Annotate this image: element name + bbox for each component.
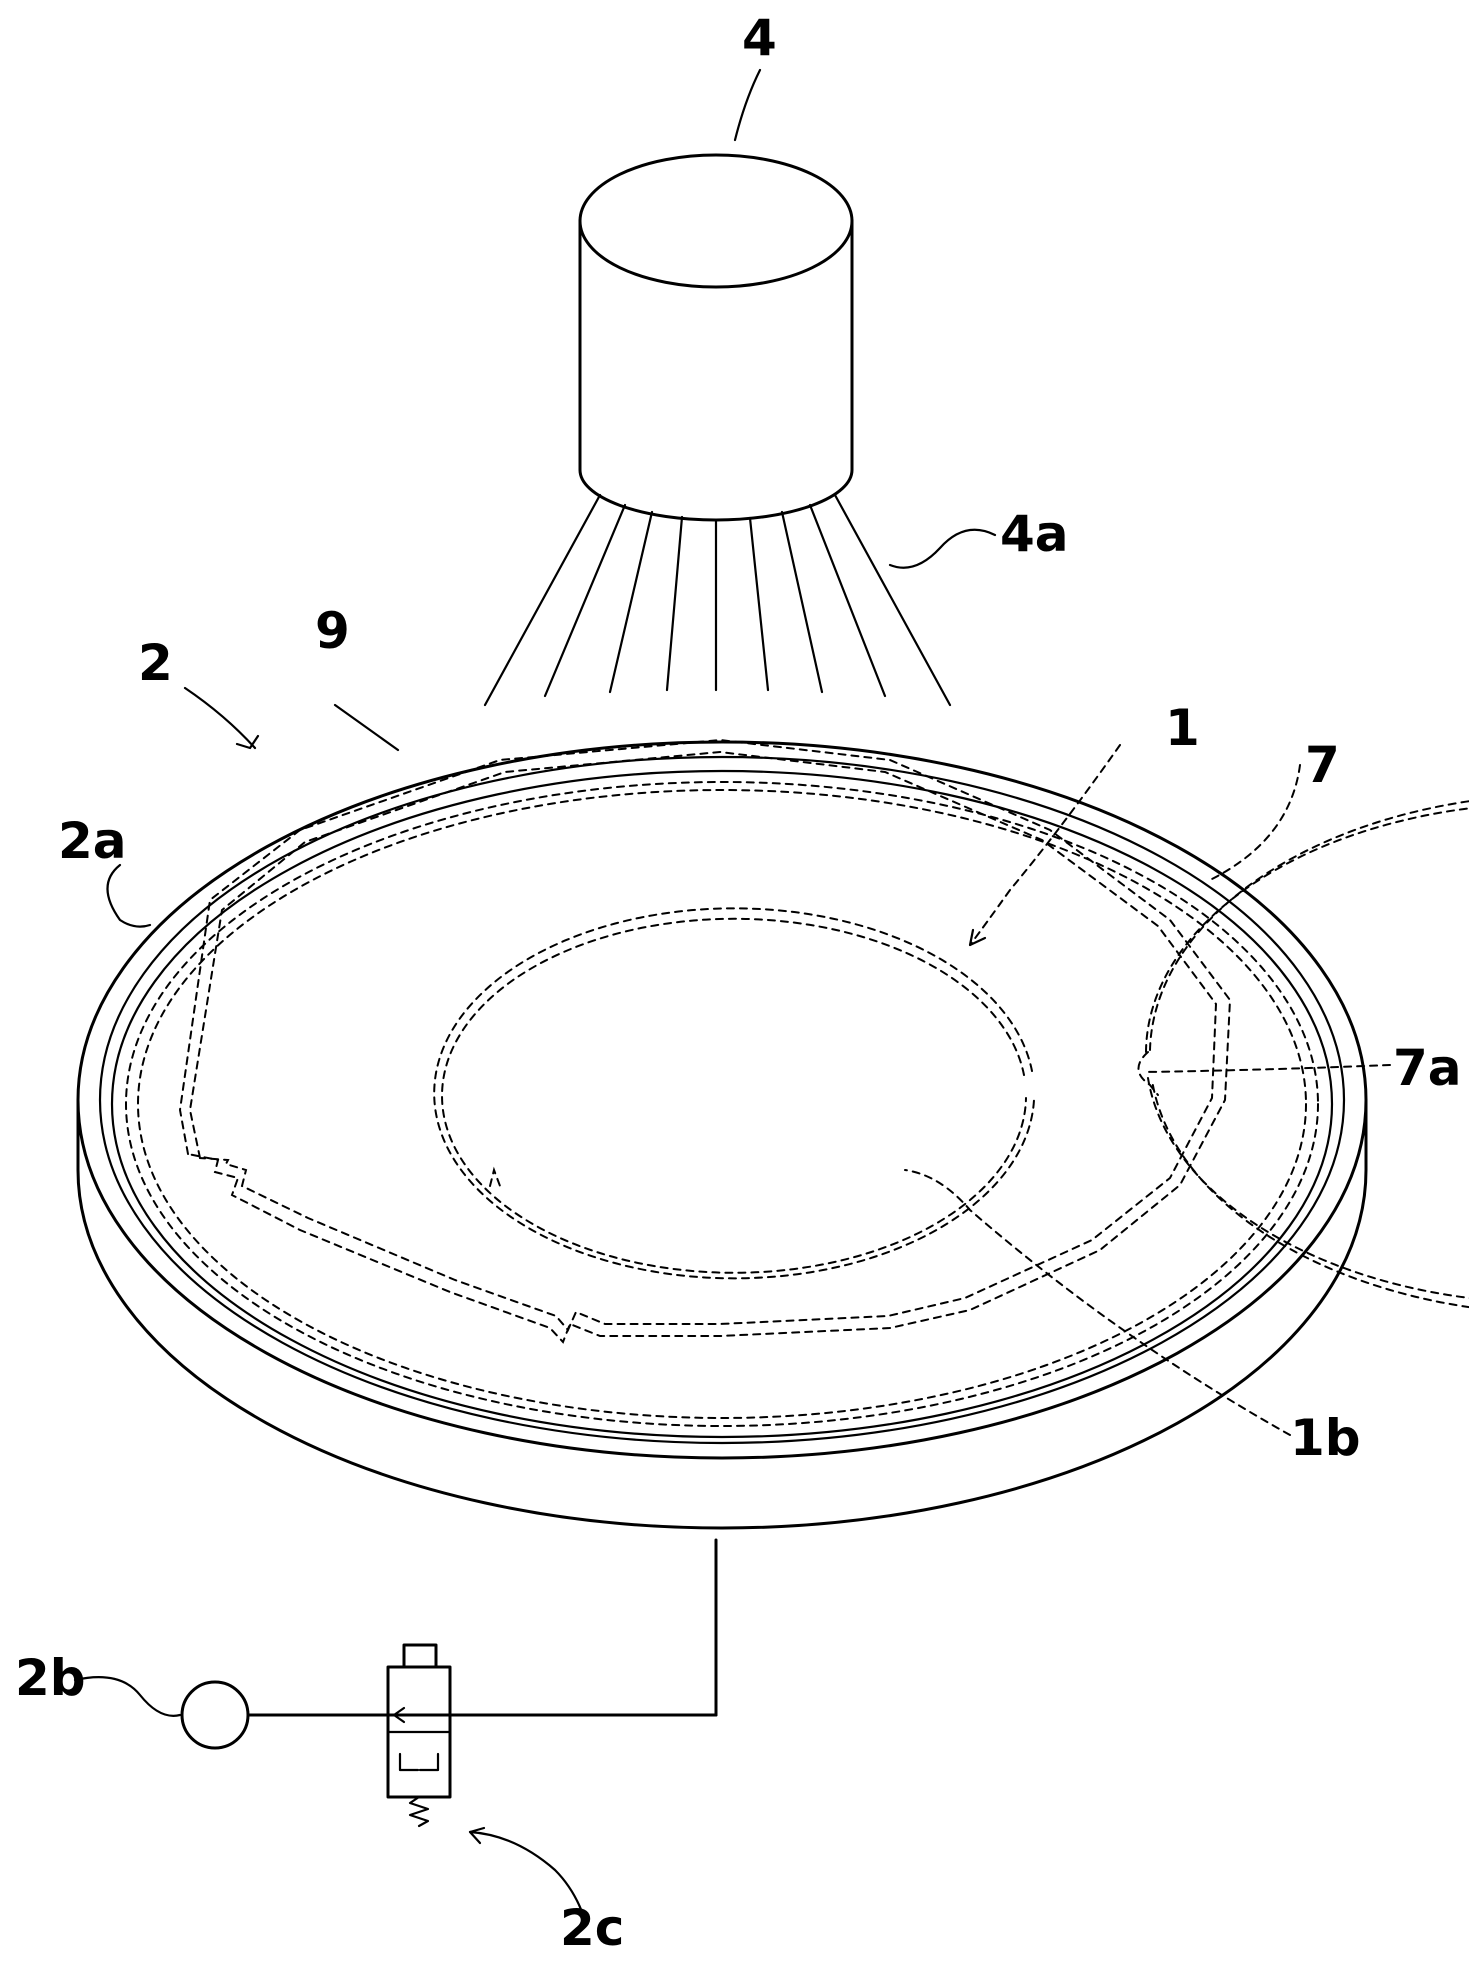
nozzle	[578, 153, 854, 522]
label-2c: 2c	[560, 1899, 624, 1957]
label-2: 2	[138, 634, 173, 692]
label-2a: 2a	[58, 812, 127, 870]
chuck-table	[76, 740, 1368, 1530]
label-7a: 7a	[1393, 1039, 1462, 1097]
solenoid-valve-icon	[386, 1643, 452, 1828]
spray-lines	[483, 493, 952, 707]
wafer	[1137, 800, 1469, 1309]
label-7: 7	[1305, 736, 1340, 794]
label-4: 4	[742, 9, 777, 67]
tape-and-frame	[125, 738, 1319, 1427]
label-9: 9	[315, 602, 350, 660]
label-2b: 2b	[15, 1649, 86, 1707]
label-1: 1	[1165, 699, 1200, 757]
label-4a: 4a	[1000, 505, 1069, 563]
leader-lines	[73, 68, 1391, 1922]
reference-labels: 4 4a 2 9 1 7 2a 7a 1b 2b 2c	[15, 9, 1462, 1957]
label-1b: 1b	[1290, 1409, 1361, 1467]
back-surface	[433, 907, 1035, 1280]
circle-icon	[180, 1680, 250, 1750]
vacuum-line	[246, 1538, 718, 1717]
